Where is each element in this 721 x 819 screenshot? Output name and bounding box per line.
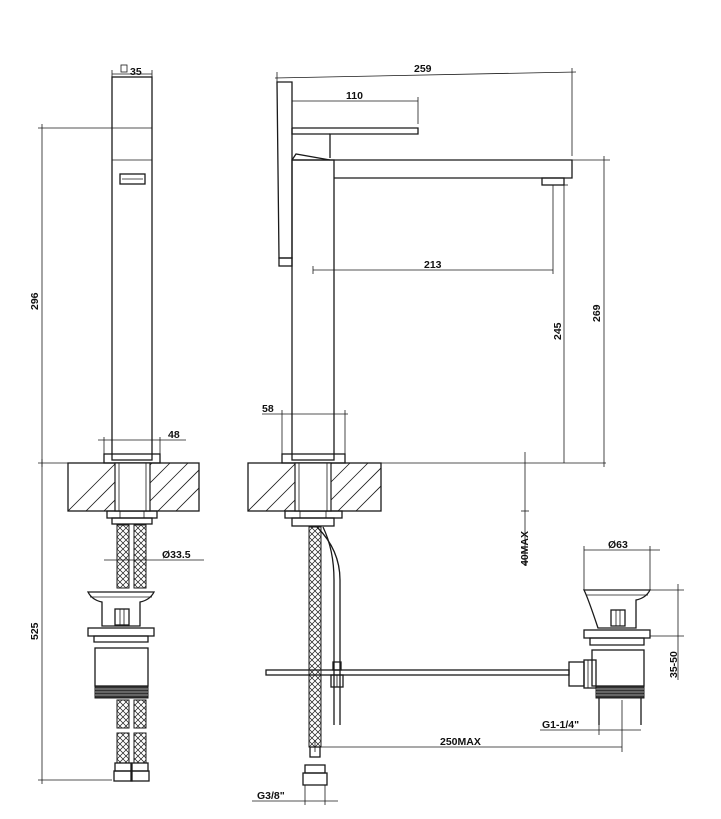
dim-269-label: 269 (591, 304, 603, 322)
dim-33-5-label: Ø33.5 (162, 549, 191, 561)
dim-58-label: 58 (262, 403, 274, 415)
drain-detail (568, 589, 652, 725)
front-view-dimensions: 35 296 48 Ø33.5 525 (29, 64, 204, 784)
dim-40max-label: 40MAX (519, 531, 531, 566)
dim-525-label: 525 (29, 622, 41, 640)
dim-g1-1-4-label: G1-1/4" (542, 719, 579, 731)
dim-35-label: 35 (130, 66, 142, 78)
dim-250max-label: 250MAX (440, 736, 481, 748)
dim-259-label: 259 (414, 63, 432, 75)
drain-detail-dimensions: Ø63 35-50 G1-1/4" (540, 539, 684, 752)
dim-110-label: 110 (346, 90, 363, 102)
dim-35-50-label: 35-50 (668, 651, 680, 678)
dim-48-label: 48 (168, 429, 180, 441)
front-view (67, 76, 200, 782)
side-view-dimensions: 259 110 213 245 269 58 40MAX 250MAX (252, 63, 622, 805)
dim-245-label: 245 (552, 322, 564, 340)
dim-g3-8-label: G3/8" (257, 790, 285, 802)
dim-296-label: 296 (29, 292, 41, 310)
dim-63-label: Ø63 (608, 539, 628, 551)
dim-213-label: 213 (424, 259, 442, 271)
side-view (247, 81, 606, 786)
